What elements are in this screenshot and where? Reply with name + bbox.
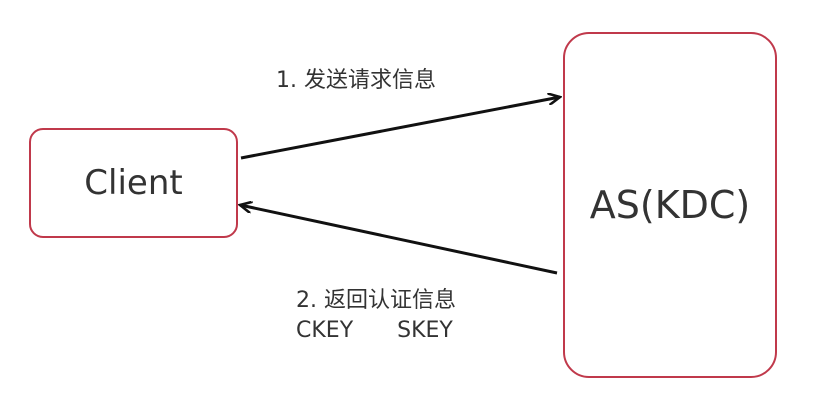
skey-label: SKEY (397, 318, 453, 343)
kdc-label: AS(KDC) (589, 183, 751, 227)
ckey-label: CKEY (296, 318, 354, 343)
client-label: Client (84, 163, 183, 203)
response-label: 2. 返回认证信息 (296, 288, 456, 313)
kdc-node: AS(KDC) (563, 32, 777, 378)
keys-label: CKEY SKEY (296, 318, 453, 343)
client-node: Client (29, 128, 238, 238)
request-label: 1. 发送请求信息 (276, 68, 436, 93)
request-arrow (240, 97, 560, 160)
response-arrow (240, 205, 558, 275)
